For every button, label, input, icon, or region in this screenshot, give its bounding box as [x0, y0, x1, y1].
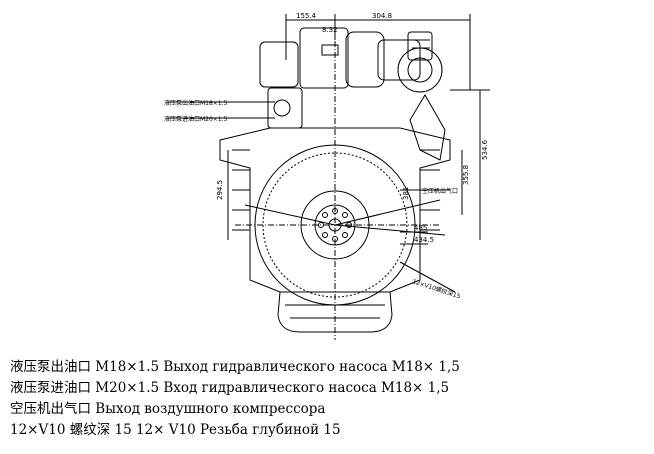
label-oil-out: 液压泵出油口M18×1.5 — [164, 99, 228, 107]
dim-434: 434.5 — [414, 236, 434, 244]
right-labels: 空压机出气口 381 485 434.5 12×V10螺纹深15 — [399, 187, 462, 300]
label-thread: 12×V10螺纹深15 — [411, 277, 461, 300]
engine-block — [219, 127, 451, 293]
dim-top-left: 155.4 — [296, 12, 317, 20]
dim-top-right: 304.8 — [372, 12, 392, 20]
legend-line-oil-in: 液压泵进油口 M20×1.5 Вход гидравлического насо… — [10, 380, 450, 396]
label-oil-in: 液压泵进油口M20×1.5 — [164, 115, 228, 123]
dim-right-outer: 534.6 — [481, 139, 489, 160]
top-dimension-lines: 155.4 304.8 8.32 — [285, 12, 471, 90]
legend-line-oil-out: 液压泵出油口 M18×1.5 Выход гидравлического нас… — [10, 359, 460, 375]
label-air-out: 空压机出气口 — [422, 187, 458, 195]
legend-line-air-out: 空压机出气口 Выход воздушного компрессора — [10, 401, 326, 417]
right-dimension-lines: 534.6 355.8 — [450, 89, 490, 240]
dim-right-inner: 355.8 — [462, 165, 470, 185]
dim-485: 485 — [414, 224, 427, 232]
left-hydraulic-pump: 液压泵出油口M18×1.5 液压泵进油口M20×1.5 — [164, 87, 303, 129]
flywheel-housing — [235, 30, 440, 340]
left-dimension-line: 294.5 — [216, 150, 229, 240]
oil-pan — [277, 291, 393, 333]
dim-381: 381 — [402, 187, 410, 200]
engine-front-view-drawing: 155.4 304.8 8.32 534.6 355.8 294.5 液压泵出油… — [164, 12, 490, 340]
radial-dimension-lines — [244, 199, 446, 236]
dim-top-small: 8.32 — [322, 26, 338, 34]
legend-line-thread: 12×V10 螺纹深 15 12× V10 Резьба глубиной 15 — [10, 422, 341, 438]
legend: 液压泵出油口 M18×1.5 Выход гидравлического нас… — [10, 357, 650, 441]
dim-left: 294.5 — [216, 180, 224, 200]
top-components — [259, 27, 446, 161]
